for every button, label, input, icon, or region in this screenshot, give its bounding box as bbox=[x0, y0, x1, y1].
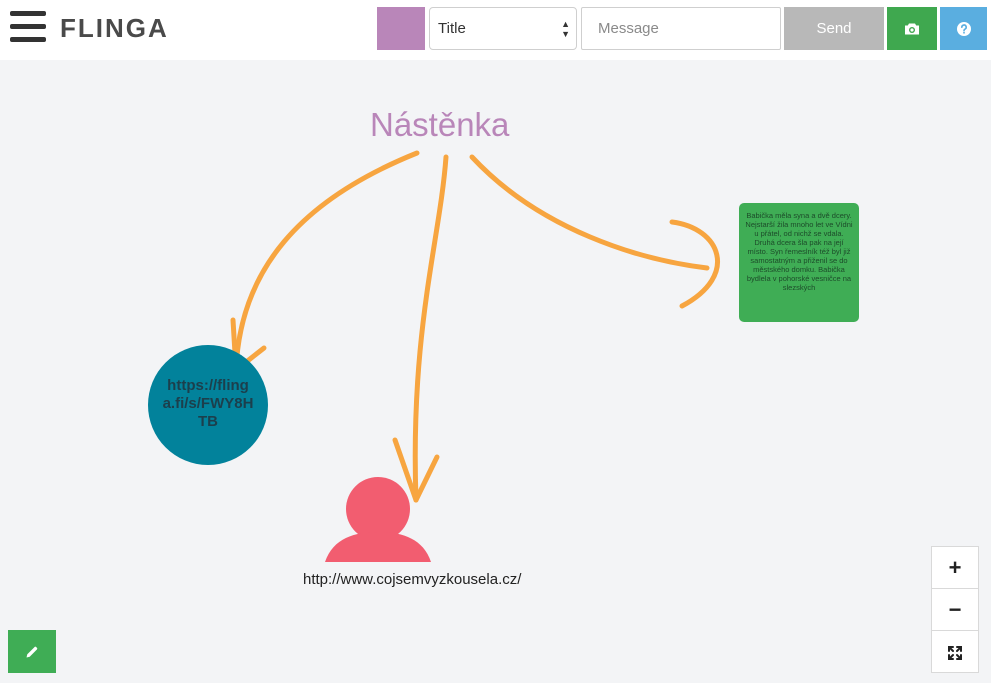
link-node[interactable]: https://flinga.fi/s/FWY8HTB bbox=[148, 345, 268, 465]
message-input[interactable] bbox=[581, 7, 781, 50]
pencil-icon bbox=[26, 646, 38, 657]
person-node-text: http://www.cojsemvyzkousela.cz/ bbox=[303, 571, 522, 588]
brand-logo: FLINGA bbox=[60, 13, 169, 43]
title-select-value: Title bbox=[438, 20, 466, 37]
color-picker[interactable] bbox=[377, 7, 425, 50]
zoom-in-button[interactable]: + bbox=[932, 547, 978, 589]
expand-icon bbox=[948, 646, 962, 661]
help-button[interactable] bbox=[940, 7, 987, 50]
title-select[interactable]: Title ▲▼ bbox=[429, 7, 577, 50]
edit-button[interactable] bbox=[8, 630, 56, 673]
plus-icon: + bbox=[948, 555, 962, 580]
arrow-to-note bbox=[469, 154, 710, 271]
note-card[interactable]: Babička měla syna a dvě dcery. Nejstarší… bbox=[739, 203, 859, 322]
fit-view-button[interactable] bbox=[932, 631, 978, 673]
link-node-text: https://flinga.fi/s/FWY8HTB bbox=[162, 377, 254, 430]
question-icon bbox=[956, 21, 971, 36]
send-button[interactable]: Send bbox=[784, 7, 884, 50]
select-arrows-icon: ▲▼ bbox=[561, 19, 570, 39]
camera-icon bbox=[905, 23, 919, 34]
zoom-out-button[interactable]: − bbox=[932, 589, 978, 631]
camera-button[interactable] bbox=[887, 7, 937, 50]
arrowhead-person bbox=[392, 437, 440, 503]
arrowhead-note bbox=[669, 219, 720, 309]
menu-icon[interactable] bbox=[10, 11, 46, 43]
person-icon[interactable] bbox=[325, 476, 431, 562]
arrow-to-link bbox=[233, 150, 420, 373]
board-title: Nástěnka bbox=[370, 106, 510, 143]
note-card-text: Babička měla syna a dvě dcery. Nejstarší… bbox=[745, 211, 853, 292]
arrow-to-person bbox=[412, 154, 449, 503]
minus-icon: − bbox=[948, 597, 962, 622]
top-bar: FLINGA Title ▲▼ Send bbox=[0, 0, 991, 60]
zoom-controls: + − bbox=[931, 546, 979, 673]
